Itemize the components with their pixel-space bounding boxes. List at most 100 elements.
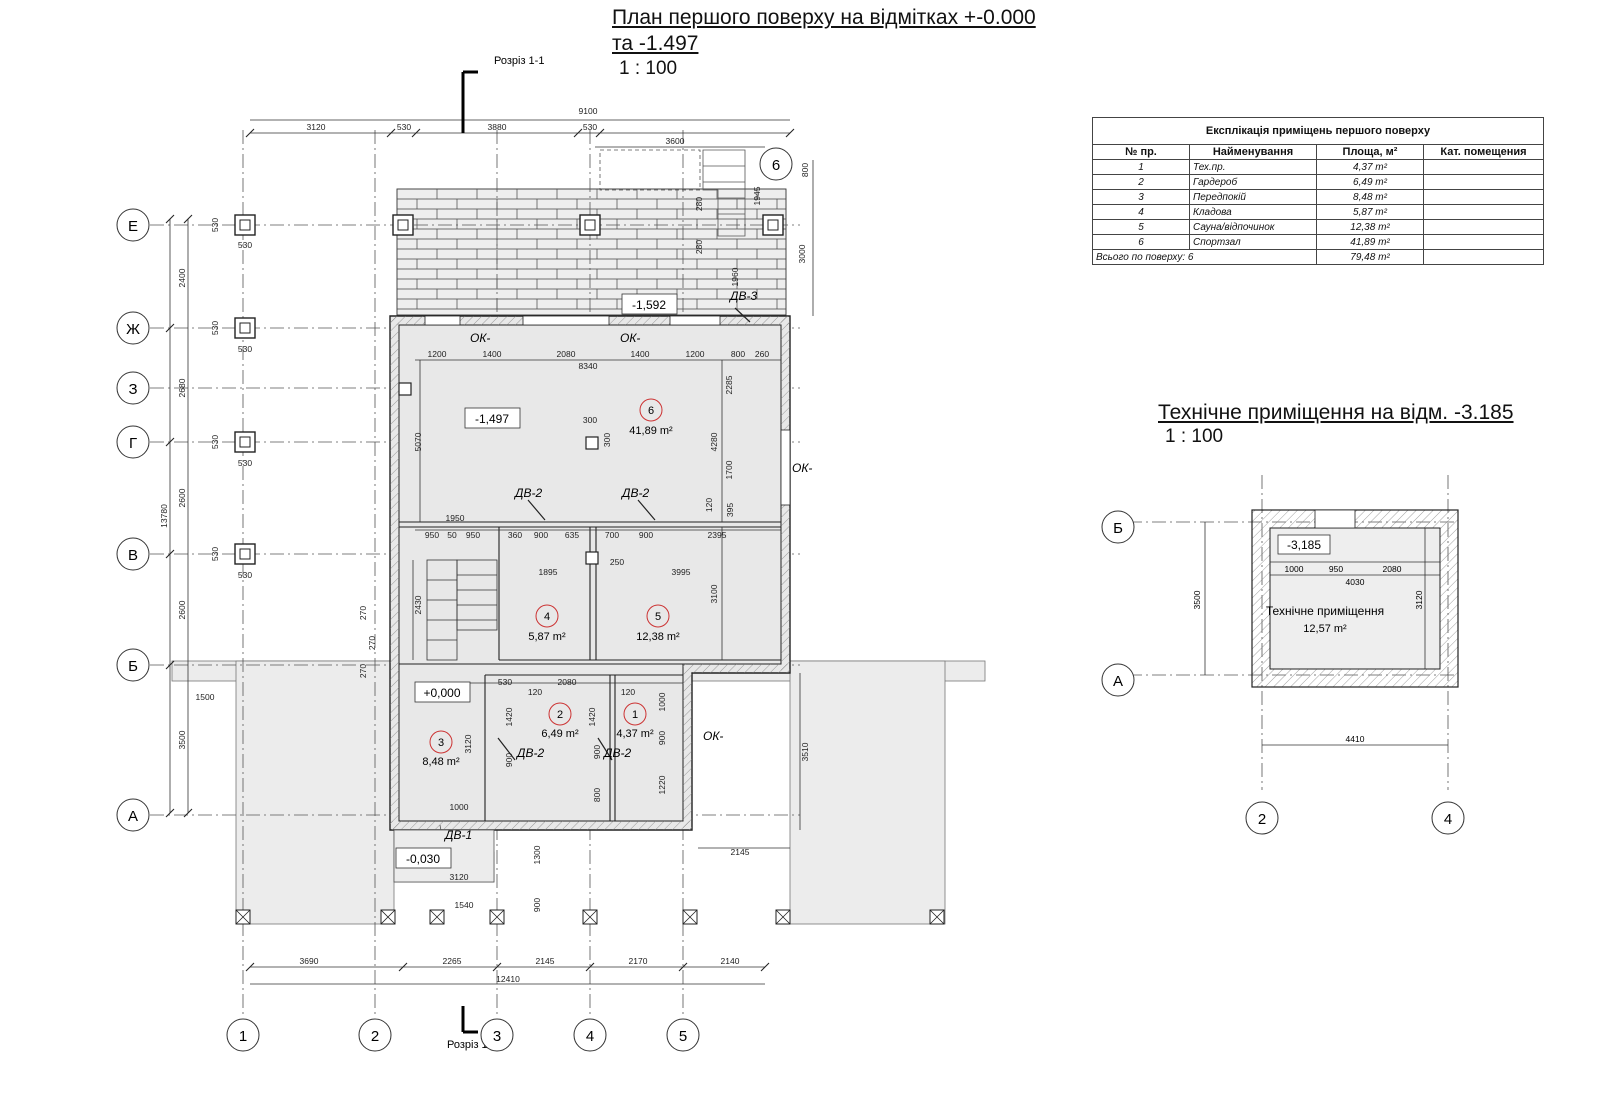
column [234, 431, 256, 453]
svg-text:280: 280 [694, 240, 704, 254]
svg-text:3000: 3000 [797, 244, 807, 263]
svg-text:З: З [128, 381, 137, 398]
svg-text:270: 270 [367, 636, 377, 650]
svg-text:2080: 2080 [558, 677, 577, 687]
svg-text:530: 530 [238, 344, 252, 354]
column [582, 909, 598, 925]
axis-bubble-6: 6 [759, 147, 793, 181]
door-mark: ДВ-2 [513, 486, 542, 500]
interior-stair [426, 559, 498, 661]
svg-text:530: 530 [238, 240, 252, 250]
svg-text:530: 530 [397, 122, 411, 132]
svg-text:530: 530 [583, 122, 597, 132]
svg-text:4,37 m²: 4,37 m² [616, 728, 654, 740]
door-mark: ДВ-2 [620, 486, 649, 500]
cell-category [1423, 249, 1544, 265]
room-5-label: 512,38 m² [636, 604, 680, 643]
svg-text:900: 900 [504, 753, 514, 767]
svg-text:2265: 2265 [443, 956, 462, 966]
upper-stair [599, 149, 746, 237]
svg-text:530: 530 [210, 218, 220, 232]
svg-text:4280: 4280 [709, 432, 719, 451]
svg-text:2140: 2140 [721, 956, 740, 966]
svg-text:-1,592: -1,592 [632, 298, 666, 312]
svg-text:3690: 3690 [300, 956, 319, 966]
total-label: Всього по поверху: 6 [1092, 249, 1317, 265]
svg-text:2145: 2145 [731, 847, 750, 857]
window-mark: ОК- [470, 331, 490, 345]
svg-text:530: 530 [498, 677, 512, 687]
left-columns [234, 214, 784, 565]
svg-text:1895: 1895 [539, 567, 558, 577]
axis-bubble-Б: Б [116, 648, 150, 682]
explication-table: Експлікація приміщень першого поверху № … [1092, 117, 1544, 265]
svg-text:900: 900 [592, 745, 602, 759]
svg-text:900: 900 [534, 530, 548, 540]
axis-bubble-Е: Е [116, 208, 150, 242]
axis-bubble-З: З [116, 371, 150, 405]
column [234, 317, 256, 339]
svg-text:1540: 1540 [455, 900, 474, 910]
svg-text:1400: 1400 [483, 349, 502, 359]
svg-text:Е: Е [128, 218, 138, 235]
section-mark-bottom [461, 1006, 478, 1034]
svg-text:1420: 1420 [504, 707, 514, 726]
svg-text:270: 270 [358, 664, 368, 678]
svg-text:+0,000: +0,000 [423, 686, 460, 700]
svg-text:3120: 3120 [307, 122, 326, 132]
axis-bubble-А: А [116, 798, 150, 832]
main-plan-title-line1: План першого поверху на відмітках +-0.00… [612, 6, 1036, 29]
svg-text:6: 6 [648, 405, 654, 417]
svg-text:1220: 1220 [657, 775, 667, 794]
svg-text:1: 1 [239, 1028, 247, 1045]
col-header-no: № пр. [1092, 144, 1190, 160]
svg-text:120: 120 [528, 687, 542, 697]
roof-tiles [396, 188, 787, 316]
axis-bubble-5: 5 [666, 1018, 700, 1052]
svg-text:530: 530 [238, 570, 252, 580]
dimension-texts: 3120 530 3880 530 9100 3600 3690 2265 21… [159, 106, 810, 984]
svg-text:800: 800 [731, 349, 745, 359]
column [762, 214, 784, 236]
svg-text:1200: 1200 [686, 349, 705, 359]
svg-text:1300: 1300 [532, 845, 542, 864]
svg-text:2600: 2600 [177, 488, 187, 507]
tech-plan-title: Технічне приміщення на відм. -3.185 [1158, 401, 1514, 424]
svg-text:250: 250 [610, 557, 624, 567]
svg-text:395: 395 [725, 503, 735, 517]
column [579, 214, 601, 236]
svg-text:900: 900 [532, 898, 542, 912]
total-area: 79,48 m² [1316, 249, 1424, 265]
door-mark: ДВ-3 [728, 289, 757, 303]
level-mark-4: -0,030 [395, 847, 452, 869]
svg-text:270: 270 [358, 606, 368, 620]
svg-text:-1,497: -1,497 [475, 412, 509, 426]
column [929, 909, 945, 925]
svg-text:6,49 m²: 6,49 m² [541, 728, 579, 740]
axis-bubble-Ж: Ж [116, 311, 150, 345]
level-mark-3: +0,000 [414, 681, 471, 703]
level-mark-2: -1,497 [464, 407, 521, 429]
section-mark-top [461, 70, 478, 133]
svg-text:6: 6 [772, 157, 780, 174]
svg-text:2080: 2080 [557, 349, 576, 359]
svg-text:1000: 1000 [657, 692, 667, 711]
axis-bubble-4: 4 [573, 1018, 607, 1052]
building-walls [389, 307, 791, 883]
svg-text:3120: 3120 [450, 872, 469, 882]
svg-text:5,87 m²: 5,87 m² [528, 631, 566, 643]
svg-text:900: 900 [639, 530, 653, 540]
svg-text:Ж: Ж [126, 321, 140, 338]
svg-text:3: 3 [438, 737, 444, 749]
svg-text:8,48 m²: 8,48 m² [422, 756, 460, 768]
terrace-columns [235, 909, 945, 925]
axis-bubble-В: В [116, 537, 150, 571]
svg-text:3880: 3880 [488, 122, 507, 132]
svg-text:-0,030: -0,030 [406, 852, 440, 866]
svg-text:8340: 8340 [579, 361, 598, 371]
svg-text:1: 1 [632, 709, 638, 721]
svg-text:530: 530 [238, 458, 252, 468]
